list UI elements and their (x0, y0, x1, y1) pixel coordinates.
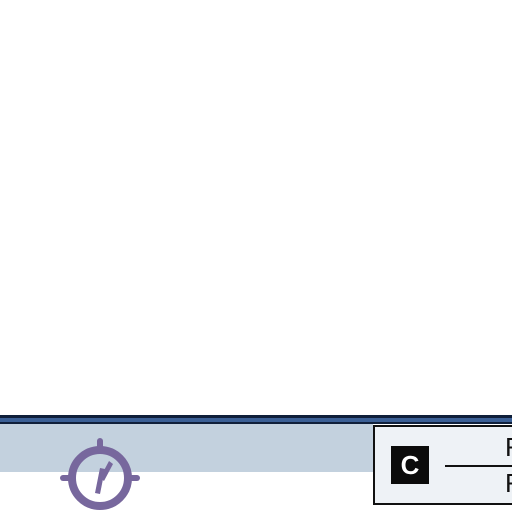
blank-area (0, 0, 512, 416)
legend-row-top-text: F (505, 434, 512, 460)
legend-row-bottom-text: F (505, 470, 512, 496)
platform-fill (0, 424, 373, 472)
clock-icon (60, 438, 140, 510)
line-legend: C F F (373, 425, 512, 505)
legend-leader-line (445, 465, 512, 467)
route-line (0, 415, 512, 424)
line-badge: C (391, 446, 429, 484)
platform-band: C F F (0, 424, 512, 512)
